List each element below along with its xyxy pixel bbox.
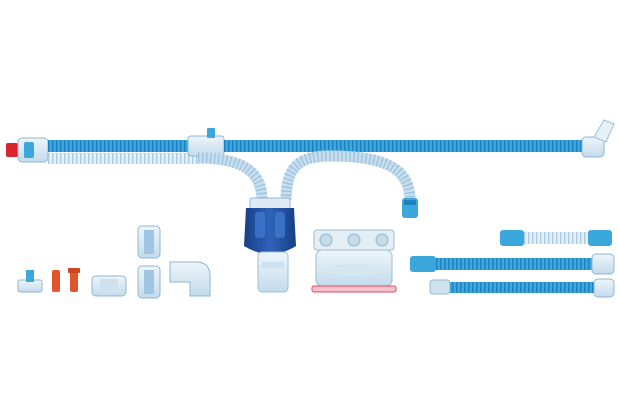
bottom-tube-left-end [429,279,451,295]
y-piece-water-trap [244,197,296,293]
small-connectors [17,225,211,299]
water-trap-cup [257,251,289,293]
humidifier-chamber [311,229,397,293]
chamber-base [311,285,397,293]
right-clear-loop [280,150,416,201]
elbow-connector [169,261,211,297]
red-end-cap [6,143,18,157]
short-tube-right-end [588,230,612,246]
short-tube-body [524,232,588,244]
long-tube-body [436,258,592,270]
lower-clear-tube [48,153,198,164]
orange-plug-1 [52,270,60,292]
long-tube-left-end [410,256,436,272]
right-elbow [581,136,605,158]
long-tube-right-end [591,253,615,275]
bottom-tube-body [450,282,594,293]
orange-plug-2 [70,272,78,292]
bottom-tube-right-end [593,278,615,298]
upper-blue-tube-left [48,140,188,152]
navy-y-block [244,208,296,254]
spare-tubes [410,230,615,298]
valve-stem [207,128,215,138]
hanging-tubes [197,150,418,218]
short-tube-left-end [500,230,524,246]
upper-blue-tube-right [224,140,584,152]
